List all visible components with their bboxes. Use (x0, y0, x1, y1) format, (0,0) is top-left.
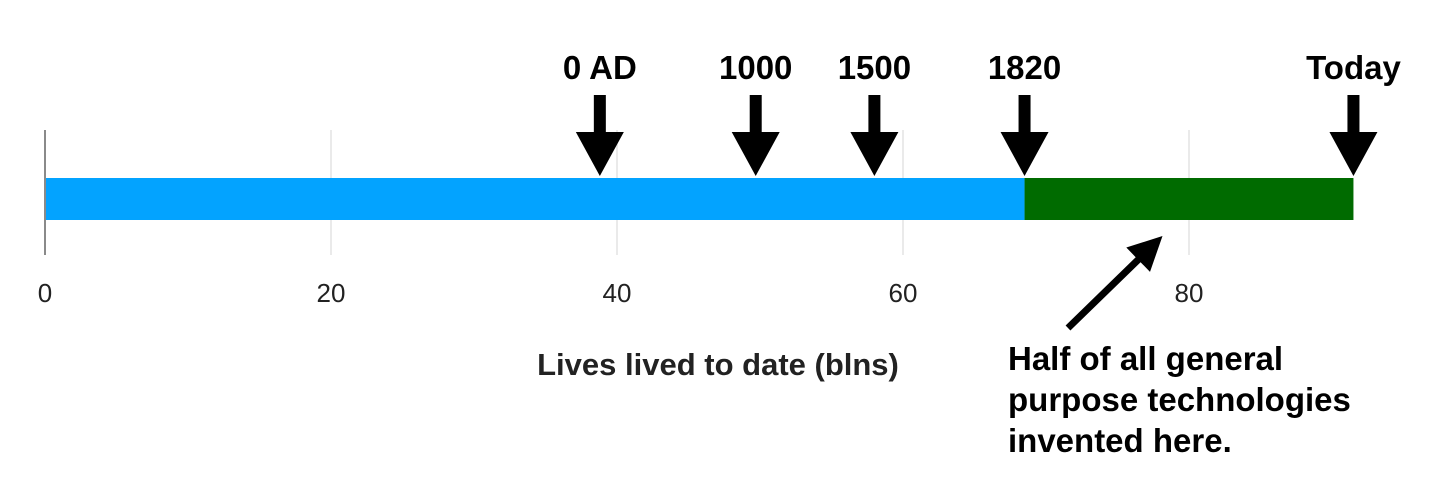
down-arrow-icon (575, 95, 624, 176)
annotation: Half of all general purpose technologies i… (1008, 236, 1351, 459)
era-markers: 0 AD 1000 1500 1820 Today (563, 49, 1401, 176)
annotation-arrow-icon (1065, 236, 1163, 331)
x-tick-labels: 0 20 40 60 80 (38, 278, 1204, 308)
annotation-text-line: invented here. (1008, 422, 1232, 459)
down-arrow-icon (1329, 95, 1378, 176)
x-axis-title: Lives lived to date (blns) (537, 347, 899, 382)
annotation-text-line: purpose technologies (1008, 381, 1351, 418)
bar-segments (45, 178, 1354, 220)
era-marker-label: 1500 (838, 49, 911, 86)
annotation-text-line: Half of all general (1008, 340, 1283, 377)
era-marker-label: Today (1306, 49, 1401, 86)
era-marker: 1820 (988, 49, 1061, 176)
era-marker: 0 AD (563, 49, 637, 176)
x-tick-label: 0 (38, 278, 52, 308)
x-tick-label: 80 (1175, 278, 1204, 308)
x-tick-label: 60 (889, 278, 918, 308)
era-marker-label: 1000 (719, 49, 792, 86)
x-tick-label: 40 (603, 278, 632, 308)
annotation-text: Half of all general purpose technologies i… (1008, 340, 1351, 459)
era-marker: Today (1306, 49, 1401, 176)
era-marker-label: 1820 (988, 49, 1061, 86)
bar-segment-2 (1024, 178, 1354, 220)
down-arrow-icon (850, 95, 899, 176)
era-marker: 1000 (719, 49, 792, 176)
bar-segment-1 (45, 178, 1025, 220)
era-marker: 1500 (838, 49, 911, 176)
down-arrow-icon (1000, 95, 1049, 176)
x-tick-label: 20 (317, 278, 346, 308)
era-marker-label: 0 AD (563, 49, 637, 86)
down-arrow-icon (731, 95, 780, 176)
